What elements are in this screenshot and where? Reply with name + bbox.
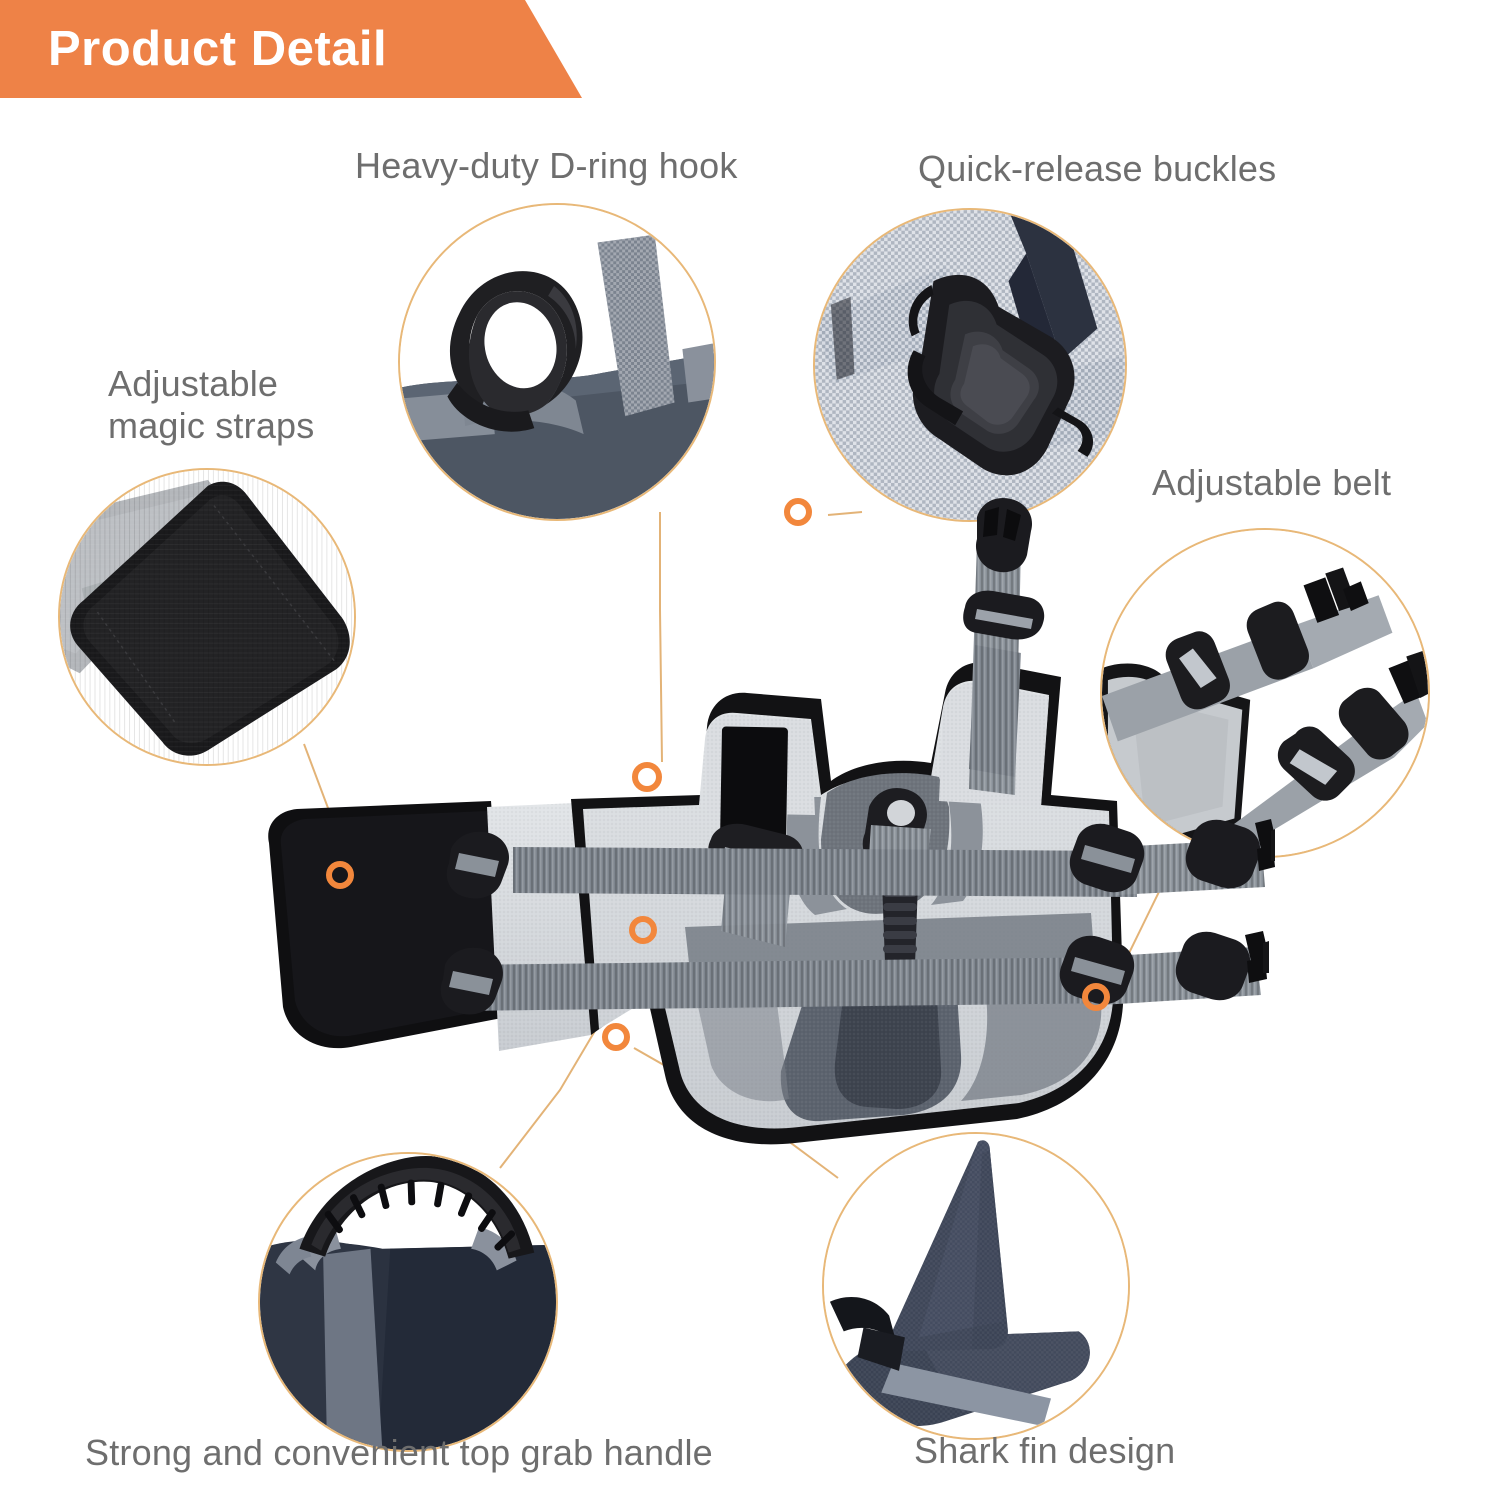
detail-circle-d-ring (398, 203, 716, 521)
detail-circle-quick-release (813, 208, 1127, 522)
detail-circle-grab-handle (258, 1152, 558, 1452)
marker-magic-straps (326, 861, 354, 889)
page-title: Product Detail (48, 22, 388, 76)
detail-circle-magic-straps (58, 468, 356, 766)
marker-adjustable-belt (1082, 983, 1110, 1011)
header-banner: Product Detail (0, 0, 582, 98)
grab-handle-photo (260, 1154, 556, 1450)
marker-shark-fin (602, 1023, 630, 1051)
label-magic-straps: Adjustable magic straps (108, 363, 315, 447)
product-right-shoulder-strap (939, 497, 1049, 807)
marker-quick-release (784, 498, 812, 526)
marker-grab-handle (629, 916, 657, 944)
label-adjustable-belt: Adjustable belt (1152, 462, 1392, 503)
label-grab-handle: Strong and convenient top grab handle (85, 1432, 713, 1473)
label-d-ring: Heavy-duty D-ring hook (355, 145, 738, 186)
product-belts (440, 819, 1277, 1015)
quick-release-photo (815, 210, 1125, 520)
label-quick-release: Quick-release buckles (918, 148, 1277, 189)
marker-d-ring (632, 762, 662, 792)
magic-straps-photo (60, 470, 354, 764)
product-image-life-jacket (255, 495, 1277, 1145)
detail-circle-shark-fin (822, 1132, 1130, 1440)
product-left-flap (268, 801, 591, 1051)
d-ring-photo (400, 205, 714, 519)
detail-circle-adjustable-belt (1100, 528, 1430, 858)
label-shark-fin: Shark fin design (914, 1430, 1176, 1471)
shark-fin-photo (824, 1134, 1128, 1438)
